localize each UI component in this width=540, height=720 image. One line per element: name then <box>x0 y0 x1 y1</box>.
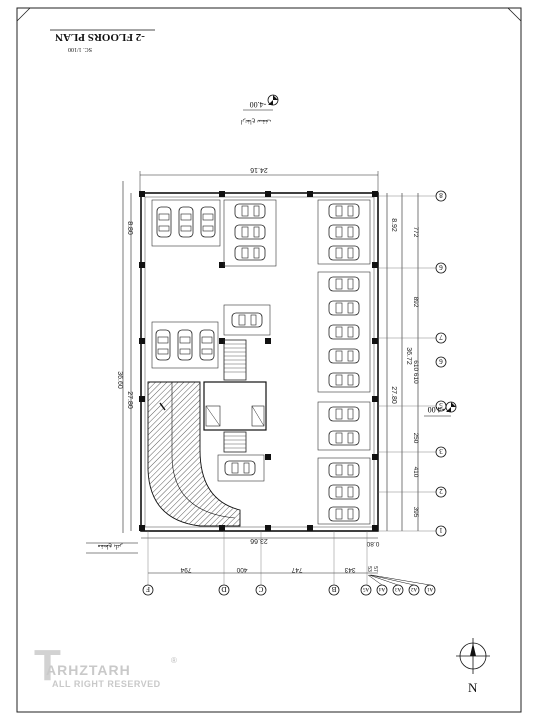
section-note <box>86 542 138 554</box>
parking-block-right-bottom <box>317 457 371 525</box>
watermark-registered: ® <box>171 656 177 665</box>
north-arrow-icon <box>456 638 490 674</box>
structural-columns <box>139 191 378 531</box>
stair-core <box>203 339 267 453</box>
grid-column-markers <box>142 531 436 596</box>
parking-block-top-right <box>317 199 371 265</box>
grid-row-spacing: 395 <box>412 507 419 518</box>
building-outline <box>140 192 379 532</box>
level-marker-top: -4.00 <box>243 94 279 111</box>
grid-col-label: D <box>221 585 226 593</box>
grid-row-spacing: 610 610 <box>412 360 419 384</box>
dim-left-inner-top: 8.80 <box>126 221 133 235</box>
grid-row-label: 5 <box>439 401 443 409</box>
parking-block-center <box>223 304 271 336</box>
grid-row-label: 7 <box>439 333 443 341</box>
grid-row-spacing: 772 <box>412 227 419 238</box>
parking-block-right-lower <box>317 401 371 451</box>
dim-overall-width: 24.16 <box>250 166 268 173</box>
border-corner-mark <box>16 7 31 22</box>
small-spacing: 57 <box>372 566 378 572</box>
level-top-text: -4.00 <box>250 100 267 109</box>
ramp-centerline <box>171 382 236 519</box>
border-corner-mark <box>507 7 522 22</box>
grid-row-spacing: 250 <box>412 433 419 444</box>
grid-col-label: F <box>146 585 150 593</box>
grid-row-label: 6 <box>439 263 443 271</box>
grid-col-label: A2 <box>410 586 417 591</box>
grid-col-spacing: 343 <box>344 566 355 573</box>
parking-block-right-middle <box>317 271 371 393</box>
grid-row-spacing: 410 <box>412 467 419 478</box>
section-note-text: مقطع بلتر <box>98 543 124 550</box>
grid-row-label: 2 <box>439 487 443 495</box>
dim-bottom-width: 23.66 <box>250 537 268 544</box>
grid-col-spacing: 747 <box>291 566 302 573</box>
grid-col-label: C <box>258 585 263 593</box>
dim-left-inner-mid: 27.80 <box>126 391 133 409</box>
sheet-scale: SC. 1/100 <box>68 46 92 52</box>
grid-row-label: 1 <box>439 526 443 534</box>
building-outline-inner <box>144 196 375 528</box>
vehicle-ramp <box>147 381 241 527</box>
dim-right-inner-top: 8.92 <box>390 218 397 232</box>
grid-row-label: 3 <box>439 447 443 455</box>
grid-row-label: 6 <box>439 357 443 365</box>
dim-left-height: 36.60 <box>116 371 123 389</box>
level-marker-right <box>424 401 457 417</box>
parking-block-top-left <box>151 199 221 247</box>
level-right-text: -4.00 <box>428 405 445 414</box>
north-label: N <box>468 680 478 695</box>
elevation-note: ارتفاع سقف <box>240 118 271 125</box>
title-block: -2 FLOORS PLAN SC. 1/100 <box>50 29 155 52</box>
grid-col-label: A5 <box>362 586 369 591</box>
grid-col-label: B <box>331 585 336 593</box>
watermark-logo-icon: T <box>34 641 61 690</box>
watermark-name: ARHZTARH <box>46 662 131 678</box>
watermark-rights: ALL RIGHT RESERVED <box>52 679 161 689</box>
dim-right-inner-mid: 27.80 <box>390 386 397 404</box>
parking-block-left-middle <box>151 321 219 369</box>
grid-row-markers <box>378 190 447 537</box>
grid-col-label: A4 <box>378 586 385 591</box>
grid-col-label: A3 <box>394 586 401 591</box>
grid-row-label: 8 <box>439 191 443 199</box>
grid-col-label: A1 <box>426 586 433 591</box>
parking-block-bottom-center <box>217 454 265 482</box>
grid-row-spacing: 892 <box>412 297 419 308</box>
sheet-border <box>16 7 522 713</box>
small-spacing: 53 <box>366 566 372 572</box>
grid-col-spacing: 400 <box>236 566 247 573</box>
parking-block-top-center <box>223 199 277 267</box>
sheet-title: -2 FLOORS PLAN <box>55 31 145 43</box>
grid-col-spacing: 794 <box>180 566 191 573</box>
dim-right-total: 36.72 <box>405 347 412 365</box>
dim-bottom-offset: 0.80 <box>366 540 379 547</box>
